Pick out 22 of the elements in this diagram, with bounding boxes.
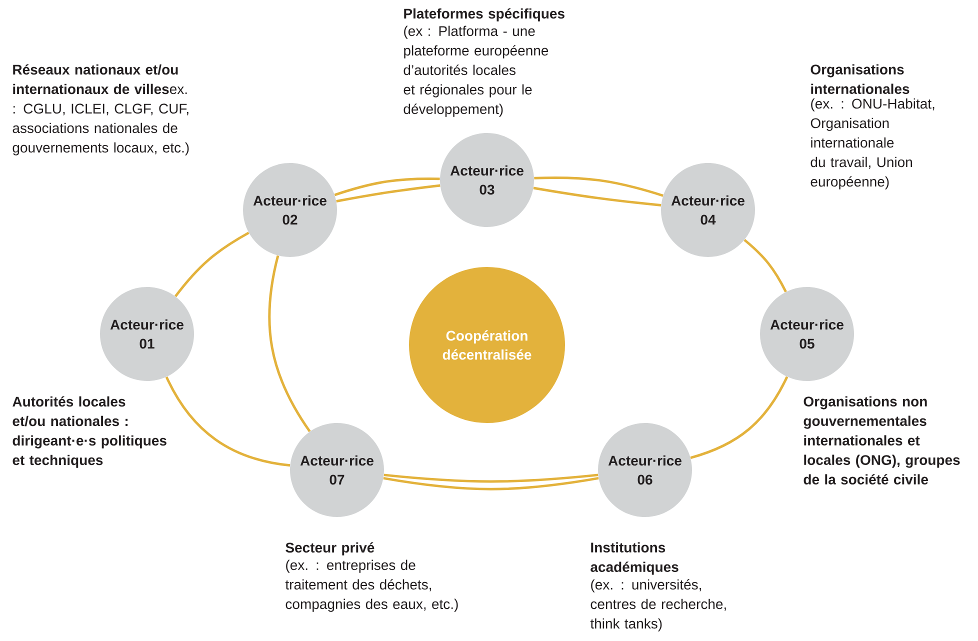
orbit-line [165,376,290,467]
description-text: (ex. : entreprises de traitement des déchets, compagnies des eaux, etc.) [285,560,458,612]
orbit-line [744,239,787,292]
description-text: Autorités locales et/ou nationales : dirigeant·e·s politiques et techniques [12,396,166,468]
description-text: (ex : Platforma - une plateforme européenne d’autorités locales et régionales pour le développement) [404,26,548,117]
orbit-line [174,232,250,298]
orbit-line [384,474,598,483]
orbit-line [690,376,788,459]
description-heading: Secteur privé [286,542,374,556]
description-heading: Organisations internationales [810,64,910,94]
orbit-line [268,255,311,432]
description-heading: Institutions académiques [590,542,678,575]
orbit-line [334,178,440,196]
description-heading: Plateformes spécifiques [404,8,564,22]
description-text: (ex. : universités, centres de recherche, think tanks) [590,579,726,632]
orbit-line [383,476,599,490]
orbit-line [534,176,664,197]
description-text: (ex. : ONU-Habitat, Organisation internationale du travail, Union européenne) [810,98,934,190]
orbit-line [336,184,440,202]
description-text: Organisations non gouvernementales internationales et locales (ONG), groupes de la société civile [804,396,960,484]
orbit-line [533,186,662,207]
description-text: Réseaux nationaux et/ou internationaux de villesex. : CGLU, ICLEI, CLGF, CUF, associations nationales de gouvernements locaux, etc.) [12,64,189,156]
